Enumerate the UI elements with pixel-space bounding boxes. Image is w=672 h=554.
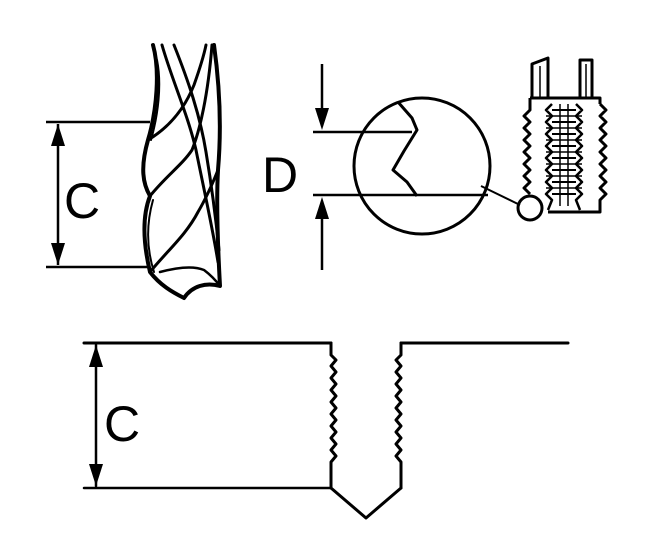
arrowhead-up bbox=[315, 197, 329, 219]
drill-bit-flute bbox=[148, 168, 220, 274]
insert-coil-turns bbox=[552, 109, 576, 195]
drill-dimension-c bbox=[46, 120, 150, 269]
arrowhead-down bbox=[315, 108, 329, 130]
drill-bit-flute bbox=[160, 43, 220, 264]
thread-profile bbox=[391, 101, 419, 197]
drill-bit-flute bbox=[158, 266, 222, 288]
insert-outer-left bbox=[522, 98, 532, 196]
insert-outer-right bbox=[548, 102, 608, 214]
insert-collar bbox=[530, 96, 602, 104]
arrowhead-up bbox=[89, 345, 103, 367]
hole-depth-dimension-label: C bbox=[104, 396, 140, 452]
detail-callout-circle bbox=[516, 194, 544, 222]
arrowhead-down bbox=[51, 243, 65, 265]
drill-bit-flute bbox=[146, 43, 208, 142]
drill-bit-flute bbox=[172, 43, 221, 252]
hole-wall-right bbox=[394, 341, 403, 490]
thread-insert-figure bbox=[516, 56, 608, 222]
arrowhead-down bbox=[89, 464, 103, 486]
drill-dimension-label: C bbox=[64, 173, 100, 229]
detail-magnifier-circle bbox=[352, 96, 492, 236]
leader-line bbox=[480, 185, 521, 206]
tapped-hole-section bbox=[82, 341, 570, 520]
drill-bit-figure bbox=[141, 43, 222, 300]
insert-tang-right bbox=[578, 58, 594, 98]
arrowhead-up bbox=[51, 124, 65, 146]
thread-dimension-label: D bbox=[262, 147, 298, 203]
thread-pitch-detail bbox=[313, 96, 521, 236]
hole-drill-point bbox=[329, 486, 403, 520]
drill-bit-flute bbox=[148, 43, 214, 198]
insert-coil-turns bbox=[546, 115, 582, 189]
insert-coil-inner-right bbox=[574, 103, 584, 211]
insert-coil-inner-left bbox=[544, 103, 554, 211]
insert-tang-left bbox=[530, 56, 550, 98]
drill-bit-shading bbox=[147, 59, 161, 273]
hole-wall-left bbox=[329, 341, 338, 490]
